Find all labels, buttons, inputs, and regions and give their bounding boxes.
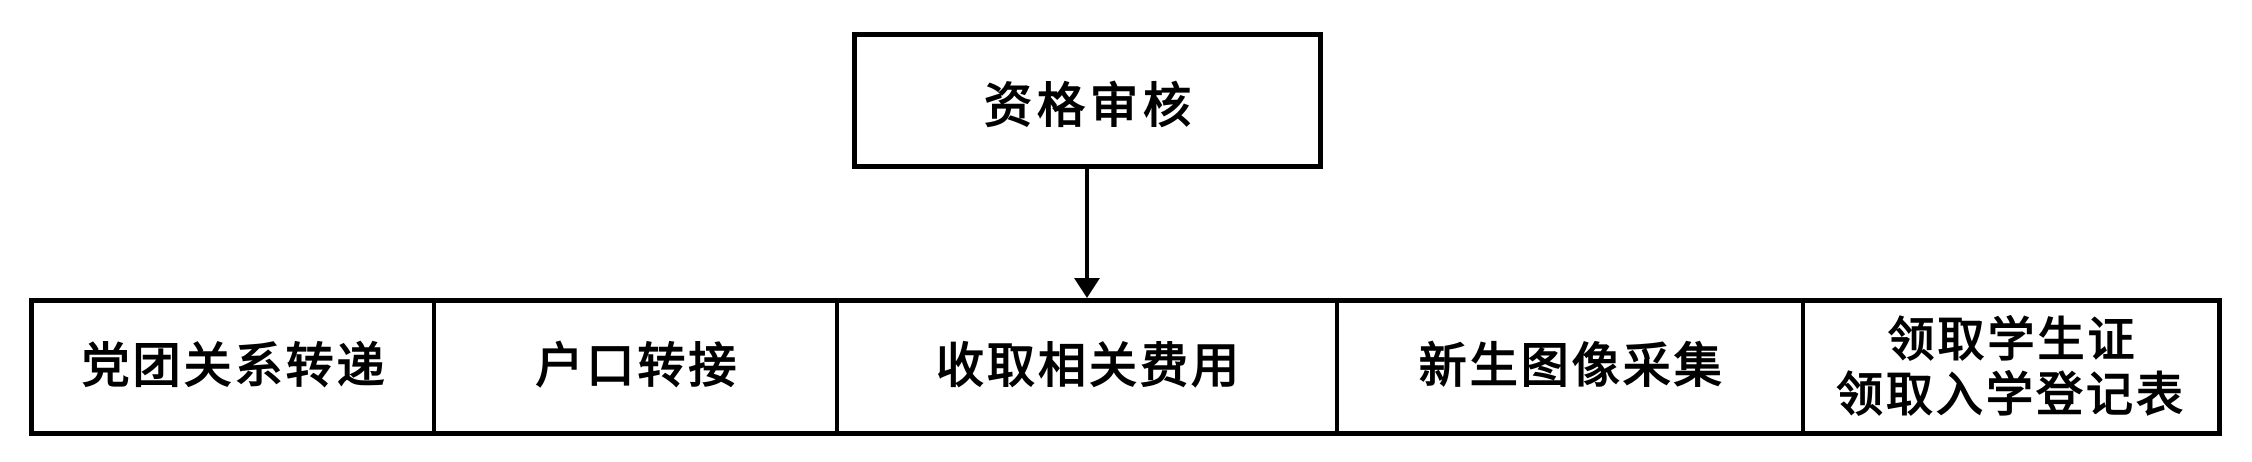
node-collect-fees-label: 收取相关费用 xyxy=(935,339,1242,393)
node-household-registration-transfer-label: 户口转接 xyxy=(535,339,740,393)
node-party-league-transfer-label: 党团关系转递 xyxy=(81,339,388,393)
node-party-league-transfer: 党团关系转递 xyxy=(34,303,437,431)
down-arrow-head-icon xyxy=(1074,278,1100,298)
down-arrow-line xyxy=(1085,169,1089,281)
node-qualification-review: 资格审核 xyxy=(852,32,1323,169)
node-household-registration-transfer: 户口转接 xyxy=(436,303,840,431)
node-qualification-review-label: 资格审核 xyxy=(983,79,1196,133)
node-receive-student-id-and-registration-form-label: 领取学生证 领取入学登记表 xyxy=(1835,312,2186,421)
node-freshman-image-capture-label: 新生图像采集 xyxy=(1418,339,1725,393)
node-receive-student-id-and-registration-form: 领取学生证 领取入学登记表 xyxy=(1805,303,2217,431)
node-freshman-image-capture: 新生图像采集 xyxy=(1339,303,1805,431)
node-collect-fees: 收取相关费用 xyxy=(839,303,1340,431)
process-step-row: 党团关系转递 户口转接 收取相关费用 新生图像采集 领取学生证 领取入学登记表 xyxy=(29,298,2222,436)
